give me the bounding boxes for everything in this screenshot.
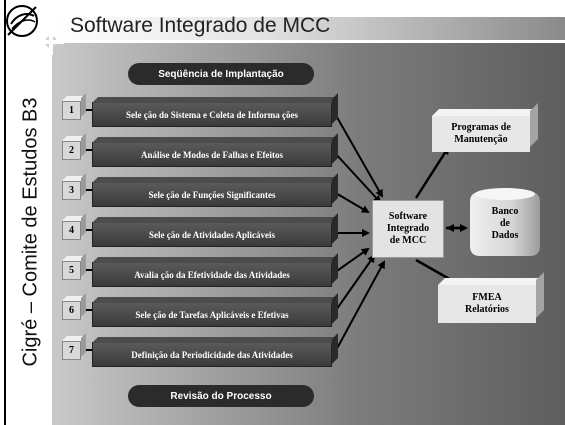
- step-bar: Sele ção de Funções Significantes: [92, 182, 332, 207]
- step-bar: Análise de Modos de Falhas e Efeitos: [92, 142, 332, 167]
- programas-manutencao-box: Programas de Manutenção: [432, 116, 530, 152]
- step-bar: Sele ção de Tarefas Aplicáveis e Efetiva…: [92, 302, 332, 327]
- banco-dados-cylinder-icon: [470, 188, 540, 256]
- step-number: 3: [62, 181, 81, 200]
- output-line: FMEA: [472, 292, 502, 303]
- output-line: Manutenção: [454, 134, 508, 145]
- cigre-logo-icon: [6, 5, 38, 37]
- step-number: 7: [62, 341, 81, 360]
- output-line: Relatórios: [465, 304, 509, 315]
- output-line: Dados: [491, 230, 519, 241]
- fmea-relatorios-box: FMEA Relatórios: [438, 285, 536, 323]
- step-bar: Avalia ção da Efetividade das Atividades: [92, 262, 332, 287]
- left-divider: [49, 0, 52, 425]
- corner-ornament-icon: [38, 29, 64, 55]
- step-number: 1: [62, 101, 81, 120]
- output-line: de: [500, 218, 510, 229]
- software-mcc-box: Software Integrado de MCC: [372, 200, 444, 258]
- step-number: 4: [62, 221, 81, 240]
- slide-title: Software Integrado de MCC: [70, 14, 331, 37]
- left-edge-line: [4, 0, 6, 425]
- output-line: Banco: [491, 206, 519, 217]
- banco-dados-label: Banco de Dados: [470, 206, 540, 242]
- title-divider: [52, 40, 565, 43]
- title-bar: [52, 17, 565, 41]
- step-bar: Sele ção do Sistema e Coleta de Informa …: [92, 102, 332, 127]
- sequence-pill: Seqüência de Implantação: [128, 63, 314, 85]
- review-pill: Revisão do Processo: [128, 385, 314, 407]
- step-number: 6: [62, 301, 81, 320]
- center-line: Software: [388, 211, 428, 222]
- output-line: Programas de: [451, 122, 511, 133]
- center-line: Integrado: [386, 223, 430, 234]
- step-number: 5: [62, 261, 81, 280]
- step-bar: Sele ção de Atividades Aplicáveis: [92, 222, 332, 247]
- step-number: 2: [62, 141, 81, 160]
- step-bar: Definição da Periodicidade das Atividade…: [92, 342, 332, 367]
- center-line: de MCC: [389, 235, 427, 246]
